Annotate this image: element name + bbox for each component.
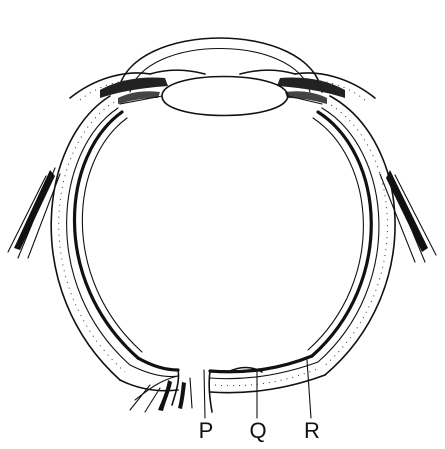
leader-line-r <box>307 360 311 418</box>
sclera <box>51 96 395 393</box>
label-p: P <box>199 418 214 443</box>
label-q: Q <box>249 418 266 443</box>
leader-line-p <box>204 370 205 418</box>
iris-ciliary-body <box>70 70 375 104</box>
retina-choroid <box>74 112 371 372</box>
label-r: R <box>304 418 320 443</box>
